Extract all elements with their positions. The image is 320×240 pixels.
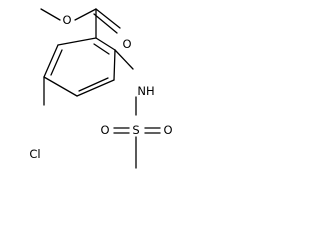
atom-sulfonyl-oxygen-left: O [100,123,109,137]
bond-ring-c4-c5 [43,76,78,97]
bond-o-carbonyl [74,8,97,21]
atom-chlorine: Cl [29,147,40,161]
bond-methyl-o [40,8,61,21]
structure-canvas: O O NH S O O Cl [0,0,196,189]
atom-sulfonyl-oxygen-right: O [163,123,172,137]
bond-ring-c6-c1 [57,37,97,46]
bond-ring-c3-c4 [76,79,115,97]
bond-ring-nh [114,49,134,70]
atom-sulfur: S [132,123,139,137]
bond-carbonyl-double-1 [95,8,121,29]
atom-nh: NH [137,84,154,98]
bond-carbonyl-double-2 [93,13,118,34]
bond-ring-c2-c3 [113,49,116,81]
bond-ring-c1-c2 [95,37,116,51]
bond-ring-inner-2 [78,77,109,92]
bond-ring-inner-3 [50,49,63,76]
atom-ester-oxygen: O [62,13,71,27]
bond-ring-c5-c6 [43,44,59,78]
molecule-diagram: O O NH S O O Cl [29,8,173,169]
atom-carbonyl-oxygen: O [122,37,131,51]
bond-ring-inner-1 [93,43,110,55]
